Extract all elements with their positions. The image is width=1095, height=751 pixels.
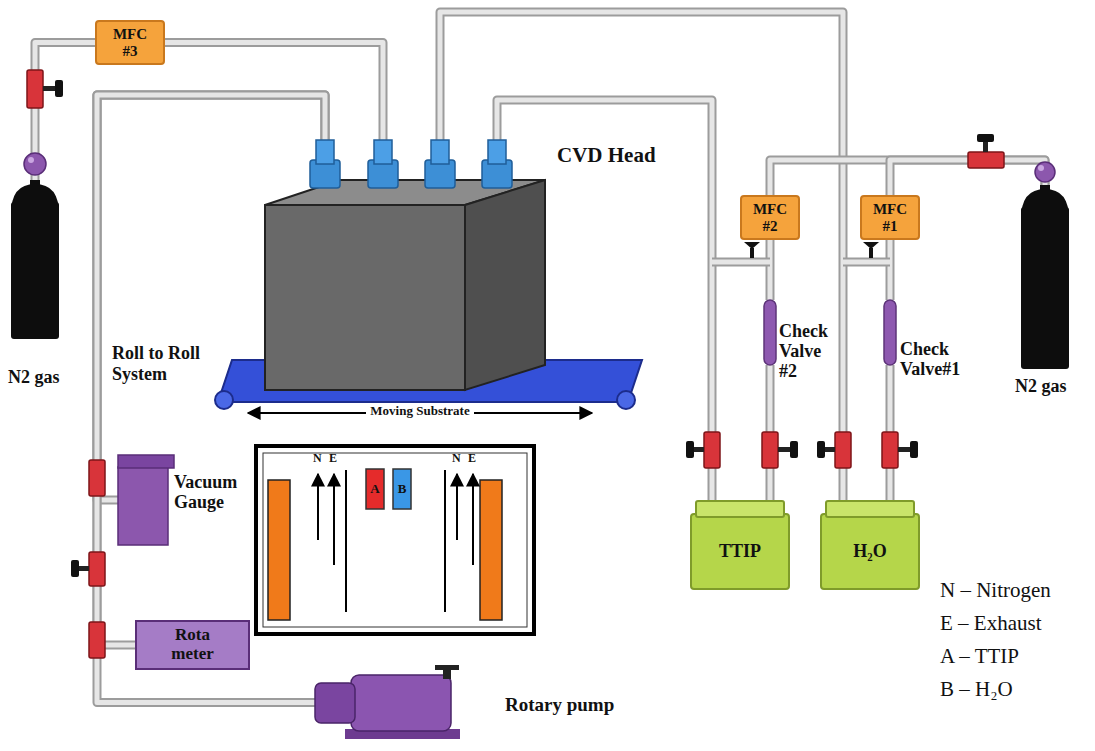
node-label: MFC #3 [108,26,152,59]
rotary-pump: Rotary pump [315,665,480,740]
cylinder-valve [27,70,1004,168]
node-label: Rotary pump [505,695,614,716]
node-label: Check Valve #2 [779,322,837,381]
needle-valve [71,460,105,658]
ttip-inlet: A [365,468,385,510]
key-entry: E – Exhaust [940,611,1041,635]
regulator-ball [24,153,1055,182]
mass-flow-controller: MFC #1 [860,195,920,240]
gas-cylinder: N2 gas [10,180,60,340]
node-label: MFC #2 [750,201,790,234]
key-entry: A – TTIP [940,644,1019,668]
node-label: N2 gas [8,368,60,388]
gas-pipe [440,12,843,500]
flow-letter: N [452,452,461,466]
vacuum-gauge: Vacuum Gauge [118,455,174,545]
mass-flow-controller: MFC #3 [95,20,165,65]
flow-letter: E [329,452,337,466]
bypass-pipe [843,260,890,265]
node-label: H₂O [853,542,886,562]
check-valve: Check Valve #2 [764,300,776,365]
precursor-bottle: H₂O [820,500,920,590]
node-label: TTIP [719,542,761,562]
bypass-pipe [712,260,770,265]
node-label: Check Valve#1 [900,340,976,380]
rotameter: Rota meter [135,620,250,670]
node-label: B [398,482,407,496]
pump-shape [315,665,480,740]
node-label: A [370,482,379,496]
flow-letter: N [313,452,322,466]
check-valve: Check Valve#1 [884,300,896,365]
mass-flow-controller: MFC #2 [740,195,800,240]
needle-valve [686,432,918,468]
node-label: Vacuum Gauge [174,473,256,513]
precursor-bottle: TTIP [690,500,790,590]
flow-letter: E [468,452,476,466]
tank-shape [10,180,60,340]
bypass-pipe [712,258,770,267]
gas-pipe [890,240,891,300]
gas-cylinder: N2 gas [1020,185,1070,370]
cvd-shape [265,140,545,390]
water-inlet: B [392,468,412,510]
ccyl-shape [884,300,896,365]
node-label: N2 gas [1015,377,1067,397]
system-label: Roll to Roll System [112,343,224,384]
node-label: CVD Head [557,144,656,167]
needle-knob [744,242,879,258]
gas-pipe [770,240,771,300]
head-inset [256,446,534,634]
gauge-shape [118,455,174,545]
tank-shape [1020,185,1070,370]
cvd-head: CVD Head [265,140,545,390]
key-entry: N – Nitrogen [940,578,1051,602]
motion-label: Moving Substrate [366,404,473,419]
node-label: MFC #1 [870,201,910,234]
node-label: Rota meter [163,626,223,663]
key-entry: B – H₂O [940,677,1013,701]
ccyl-shape [764,300,776,365]
bypass-pipe [843,258,890,267]
